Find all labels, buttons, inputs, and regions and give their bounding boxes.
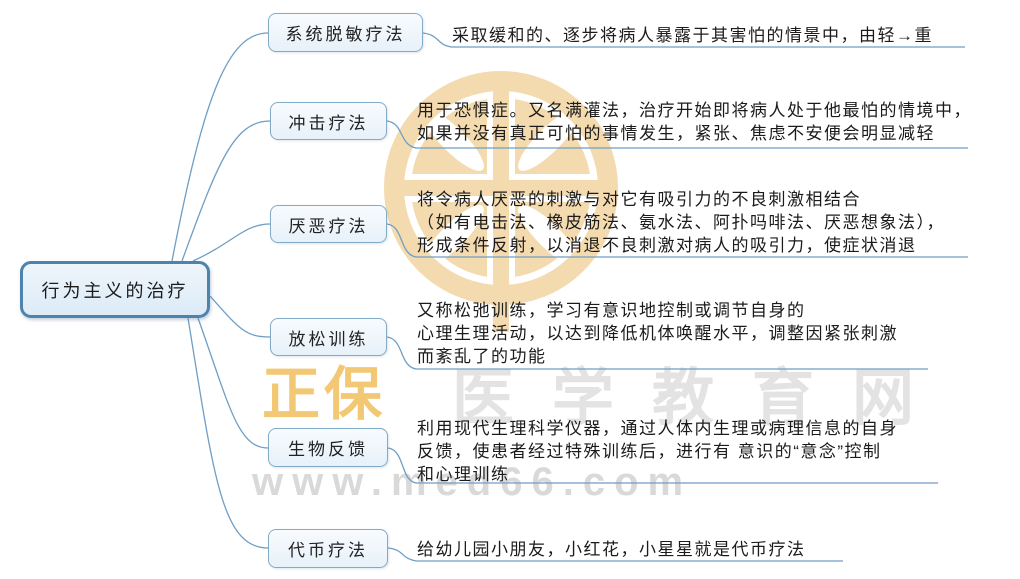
desc-line: 利用现代生理科学仪器，通过人体内生理或病理信息的自身 [417,419,898,438]
branch-node-shengwufankui[interactable]: 生物反馈 [268,428,388,467]
desc-line: （如有电击法、橡皮筋法、氨水法、阿扑吗啡法、厌恶想象法）， [417,213,945,232]
desc-line: 如果并没有真正可怕的事情发生，紧张、焦虑不安便会明显减轻 [417,124,935,143]
desc-line: 给幼儿园小朋友，小红花，小星星就是代币疗法 [417,540,806,559]
branch-desc-1: 采取缓和的、逐步将病人暴露于其害怕的情景中，由轻→重 [452,24,933,47]
branch-desc-3: 将令病人厌恶的刺激与对它有吸引力的不良刺激相结合 （如有电击法、橡皮筋法、氨水法… [417,188,945,257]
desc-line: 反馈，使患者经过特殊训练后，进行有 意识的“意念”控制 [417,442,882,461]
desc-line: 用于恐惧症。又名满灌法，治疗开始即将病人处于他最怕的情境中， [417,101,972,120]
central-topic-node[interactable]: 行为主义的治疗 [20,261,210,318]
branch-desc-5: 利用现代生理科学仪器，通过人体内生理或病理信息的自身 反馈，使患者经过特殊训练后… [417,417,898,486]
desc-line: 而紊乱了的功能 [417,347,547,366]
branch-node-chongji[interactable]: 冲击疗法 [270,102,387,140]
branch-node-yanwu[interactable]: 厌恶疗法 [270,205,387,243]
desc-line: 形成条件反射，以消退不良刺激对病人的吸引力，使症状消退 [417,236,917,255]
watermark-brand-gold: 正保 [262,362,387,427]
desc-line: 又称松弛训练，学习有意识地控制或调节自身的 [417,301,806,320]
branch-node-xitongtuomin[interactable]: 系统脱敏疗法 [268,13,423,52]
branch-desc-4: 又称松弛训练，学习有意识地控制或调节自身的 心理生理活动，以达到降低机体唤醒水平… [417,299,898,368]
branch-node-fangsong[interactable]: 放松训练 [270,318,387,356]
desc-line: 心理生理活动，以达到降低机体唤醒水平，调整因紧张刺激 [417,324,898,343]
desc-line: 将令病人厌恶的刺激与对它有吸引力的不良刺激相结合 [417,190,861,209]
desc-line: 和心理训练 [417,465,510,484]
watermark-brand-gray: 医学教育网 [452,364,953,433]
desc-line: 采取缓和的、逐步将病人暴露于其害怕的情景中，由轻→重 [452,26,933,45]
branch-desc-6: 给幼儿园小朋友，小红花，小星星就是代币疗法 [417,538,806,561]
branch-node-daibi[interactable]: 代币疗法 [268,529,388,568]
branch-desc-2: 用于恐惧症。又名满灌法，治疗开始即将病人处于他最怕的情境中， 如果并没有真正可怕… [417,99,972,145]
